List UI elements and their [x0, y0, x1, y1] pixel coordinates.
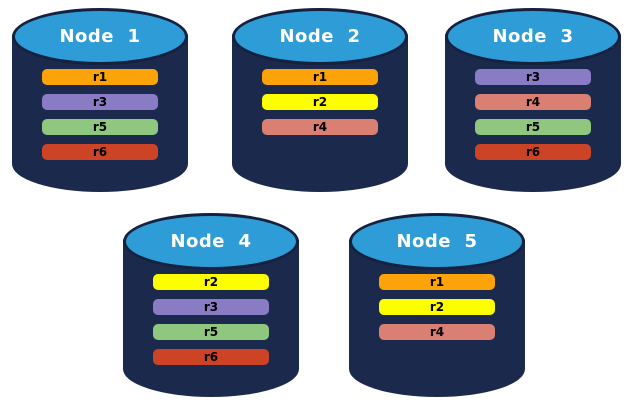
replica-bar-r6: r6 [42, 144, 158, 160]
replica-bar-r3: r3 [153, 299, 269, 315]
replica-bar-r2: r2 [153, 274, 269, 290]
replica-list: r3 r4 r5 r6 [475, 69, 591, 160]
node-title: Node 1 [59, 26, 141, 47]
replica-label: r5 [525, 120, 541, 134]
replica-label: r2 [312, 95, 328, 109]
replica-bar-r2: r2 [379, 299, 495, 315]
replica-list: r1 r3 r5 r6 [42, 69, 158, 160]
replica-bar-r2: r2 [262, 94, 378, 110]
replica-label: r4 [312, 120, 328, 134]
db-node-1: Node 1 r1 r3 r5 r6 [12, 8, 188, 192]
replica-bar-r1: r1 [262, 69, 378, 85]
replica-bar-r3: r3 [42, 94, 158, 110]
replica-label: r5 [203, 325, 219, 339]
replica-label: r3 [203, 300, 219, 314]
replica-label: r3 [92, 95, 108, 109]
db-node-3: Node 3 r3 r4 r5 r6 [445, 8, 621, 192]
replica-list: r1 r2 r4 [379, 274, 495, 340]
db-node-5: Node 5 r1 r2 r4 [349, 213, 525, 397]
replica-bar-r5: r5 [475, 119, 591, 135]
replica-bar-r5: r5 [42, 119, 158, 135]
node-title: Node 2 [279, 26, 361, 47]
replica-list: r2 r3 r5 r6 [153, 274, 269, 365]
replica-list: r1 r2 r4 [262, 69, 378, 135]
replica-label: r1 [92, 70, 108, 84]
db-node-4: Node 4 r2 r3 r5 r6 [123, 213, 299, 397]
replica-bar-r3: r3 [475, 69, 591, 85]
cylinder-top: Node 4 [123, 213, 299, 270]
replica-label: r4 [525, 95, 541, 109]
replica-label: r2 [203, 275, 219, 289]
cylinder-top: Node 3 [445, 8, 621, 65]
replica-label: r1 [429, 275, 445, 289]
replica-bar-r4: r4 [262, 119, 378, 135]
replica-bar-r4: r4 [475, 94, 591, 110]
replica-label: r6 [92, 145, 108, 159]
node-title: Node 4 [170, 231, 252, 252]
replica-bar-r6: r6 [153, 349, 269, 365]
replica-label: r1 [312, 70, 328, 84]
replica-label: r5 [92, 120, 108, 134]
replica-bar-r1: r1 [379, 274, 495, 290]
db-node-2: Node 2 r1 r2 r4 [232, 8, 408, 192]
cylinder-top: Node 5 [349, 213, 525, 270]
replica-label: r6 [525, 145, 541, 159]
node-title: Node 3 [492, 26, 574, 47]
replica-label: r2 [429, 300, 445, 314]
replica-bar-r5: r5 [153, 324, 269, 340]
cylinder-top: Node 2 [232, 8, 408, 65]
replica-label: r6 [203, 350, 219, 364]
cylinder-top: Node 1 [12, 8, 188, 65]
replica-bar-r6: r6 [475, 144, 591, 160]
replica-bar-r1: r1 [42, 69, 158, 85]
replica-bar-r4: r4 [379, 324, 495, 340]
replica-label: r3 [525, 70, 541, 84]
node-title: Node 5 [396, 231, 478, 252]
replica-label: r4 [429, 325, 445, 339]
